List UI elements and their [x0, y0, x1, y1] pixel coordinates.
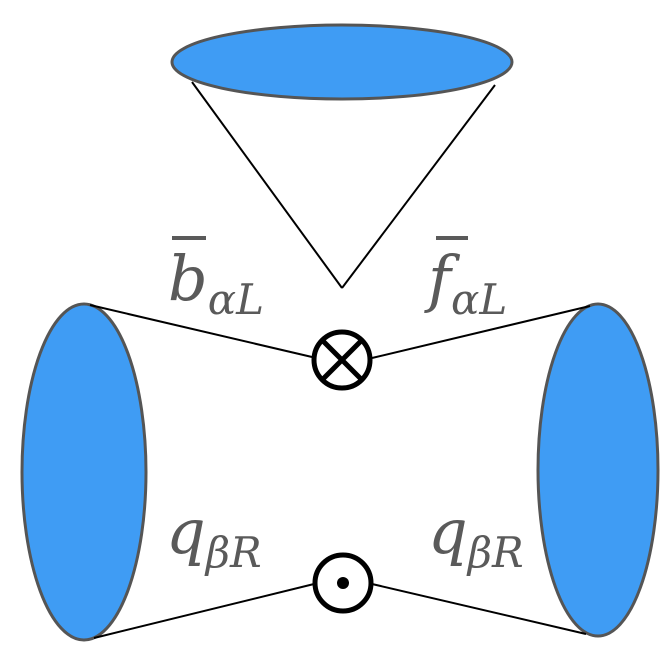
label-bottom-left-base: q — [166, 495, 206, 568]
line-left-to-top-vertex — [89, 304, 313, 358]
label-bottom-right-base: q — [428, 495, 468, 568]
odot-icon — [312, 552, 374, 614]
label-top-left: bαL — [168, 236, 264, 324]
svg-text:qβR: qβR — [428, 495, 524, 577]
label-bottom-right-sub: βR — [466, 528, 524, 577]
label-top-left-base: b — [168, 242, 208, 315]
line-left-to-bottom-vertex — [93, 583, 315, 639]
label-bottom-left-sub: βR — [204, 528, 262, 577]
line-right-to-bottom-vertex — [371, 583, 587, 635]
top-cone-left-line — [191, 81, 343, 289]
right-blob — [536, 302, 660, 638]
line-right-to-top-vertex — [371, 305, 591, 359]
top-cone-right-line — [341, 84, 496, 289]
label-top-right: fαL — [424, 236, 507, 324]
left-blob — [20, 302, 148, 642]
svg-text:qβR: qβR — [166, 495, 262, 577]
label-top-right-sub: αL — [451, 275, 507, 324]
label-bottom-right: qβR — [428, 495, 524, 577]
svg-text:fαL: fαL — [424, 242, 507, 324]
otimes-icon — [311, 329, 373, 391]
label-top-left-sub: αL — [208, 275, 264, 324]
label-bottom-left: qβR — [166, 495, 262, 577]
svg-text:bαL: bαL — [168, 242, 264, 324]
top-blob — [170, 23, 514, 101]
